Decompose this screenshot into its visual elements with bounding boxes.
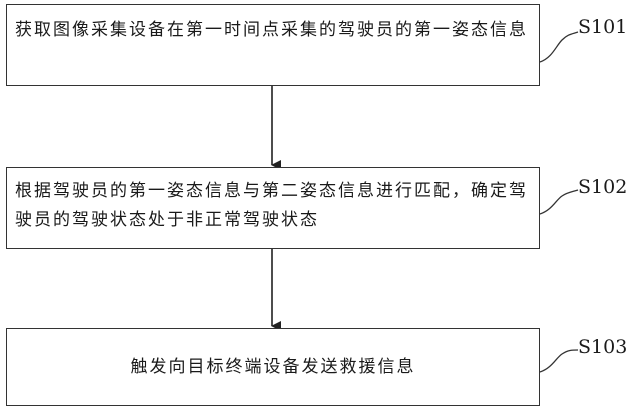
step-label-s101: S101 <box>578 16 628 38</box>
step-text-s103: 触发向目标终端设备发送救援信息 <box>130 356 416 377</box>
step-label-s102: S102 <box>578 176 628 198</box>
step-text-s102: 根据驾驶员的第一姿态信息与第二姿态信息进行匹配，确定驾驶员的驾驶状态处于非正常驾… <box>15 181 528 230</box>
label-leader-1 <box>539 31 579 63</box>
label-leader-2 <box>539 189 579 215</box>
step-box-s101: 获取图像采集设备在第一时间点采集的驾驶员的第一姿态信息 <box>6 4 540 86</box>
label-leader-3 <box>539 349 579 373</box>
step-label-s103: S103 <box>578 336 628 358</box>
step-box-s103: 触发向目标终端设备发送救援信息 <box>6 328 540 406</box>
step-text-s101: 获取图像采集设备在第一时间点采集的驾驶员的第一姿态信息 <box>15 20 528 40</box>
step-box-s102: 根据驾驶员的第一姿态信息与第二姿态信息进行匹配，确定驾驶员的驾驶状态处于非正常驾… <box>6 167 540 249</box>
